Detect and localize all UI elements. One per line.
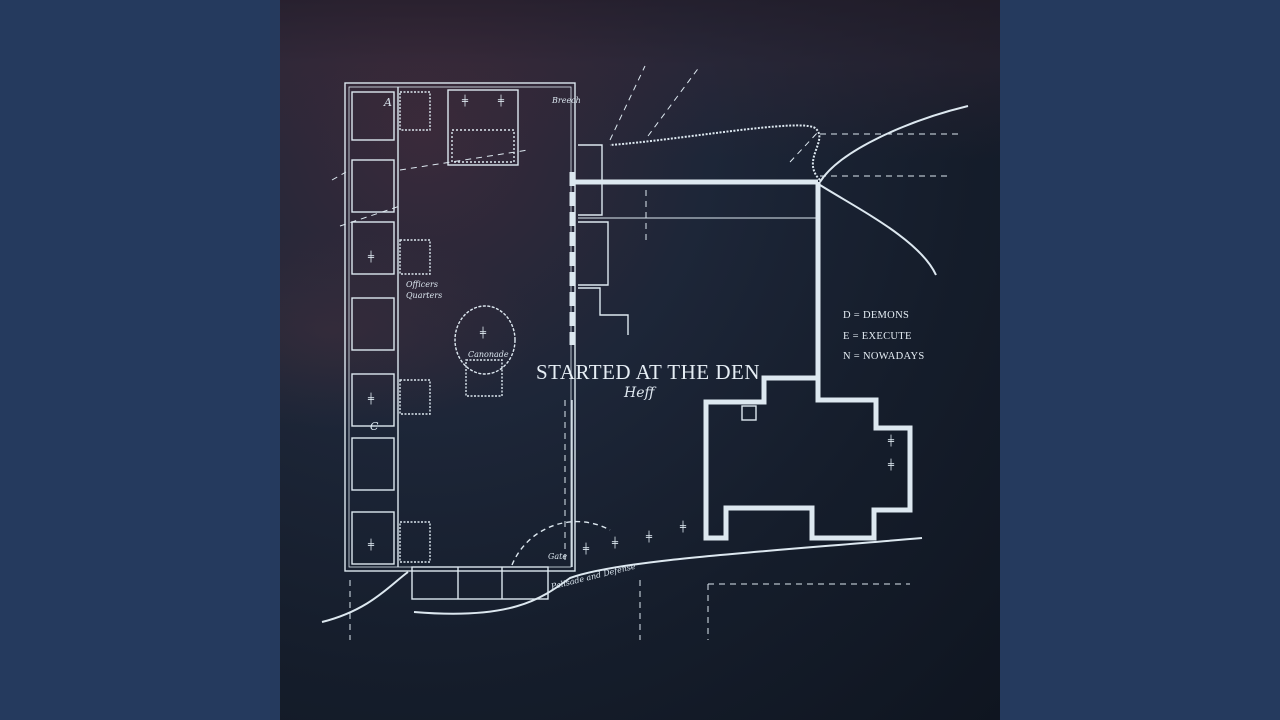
album-cover: ╪ ╪ ╪ ╪ ╪ ╪ ╪ ╪ ╪ ╪ ╪ ╪ Breech Officers Quarte… xyxy=(280,0,1000,720)
gate-label: Gate xyxy=(548,552,568,561)
officers-label: Officers xyxy=(406,280,438,289)
artist-name: Heff xyxy=(624,385,655,401)
svg-text:╪: ╪ xyxy=(582,542,590,555)
legend: D = DEMONS E = EXECUTE N = NOWADAYS xyxy=(843,306,924,368)
letter-a-label: A xyxy=(384,96,392,109)
letter-c-label: C xyxy=(370,420,379,433)
svg-text:╪: ╪ xyxy=(679,520,687,533)
svg-text:╪: ╪ xyxy=(367,392,375,405)
svg-text:╪: ╪ xyxy=(367,250,375,263)
sky-clouds xyxy=(280,0,1000,160)
canonade-label: Canonade xyxy=(468,350,509,359)
legend-item-d: D = DEMONS xyxy=(843,310,910,321)
legend-item-n: N = NOWADAYS xyxy=(843,351,925,362)
svg-text:╪: ╪ xyxy=(367,538,375,551)
svg-text:╪: ╪ xyxy=(645,530,653,543)
legend-item-e: E = EXECUTE xyxy=(843,330,912,342)
svg-text:╪: ╪ xyxy=(887,458,895,471)
svg-text:╪: ╪ xyxy=(461,94,469,107)
quarters-label: Quarters xyxy=(406,291,443,300)
svg-text:╪: ╪ xyxy=(887,434,895,447)
svg-text:╪: ╪ xyxy=(611,536,619,549)
breech-label: Breech xyxy=(552,96,581,105)
svg-text:╪: ╪ xyxy=(479,326,487,339)
svg-text:╪: ╪ xyxy=(497,94,505,107)
fort-blueprint: ╪ ╪ ╪ ╪ ╪ ╪ ╪ ╪ ╪ ╪ ╪ ╪ xyxy=(321,65,969,640)
album-title: STARTED AT THE DEN xyxy=(536,360,761,384)
